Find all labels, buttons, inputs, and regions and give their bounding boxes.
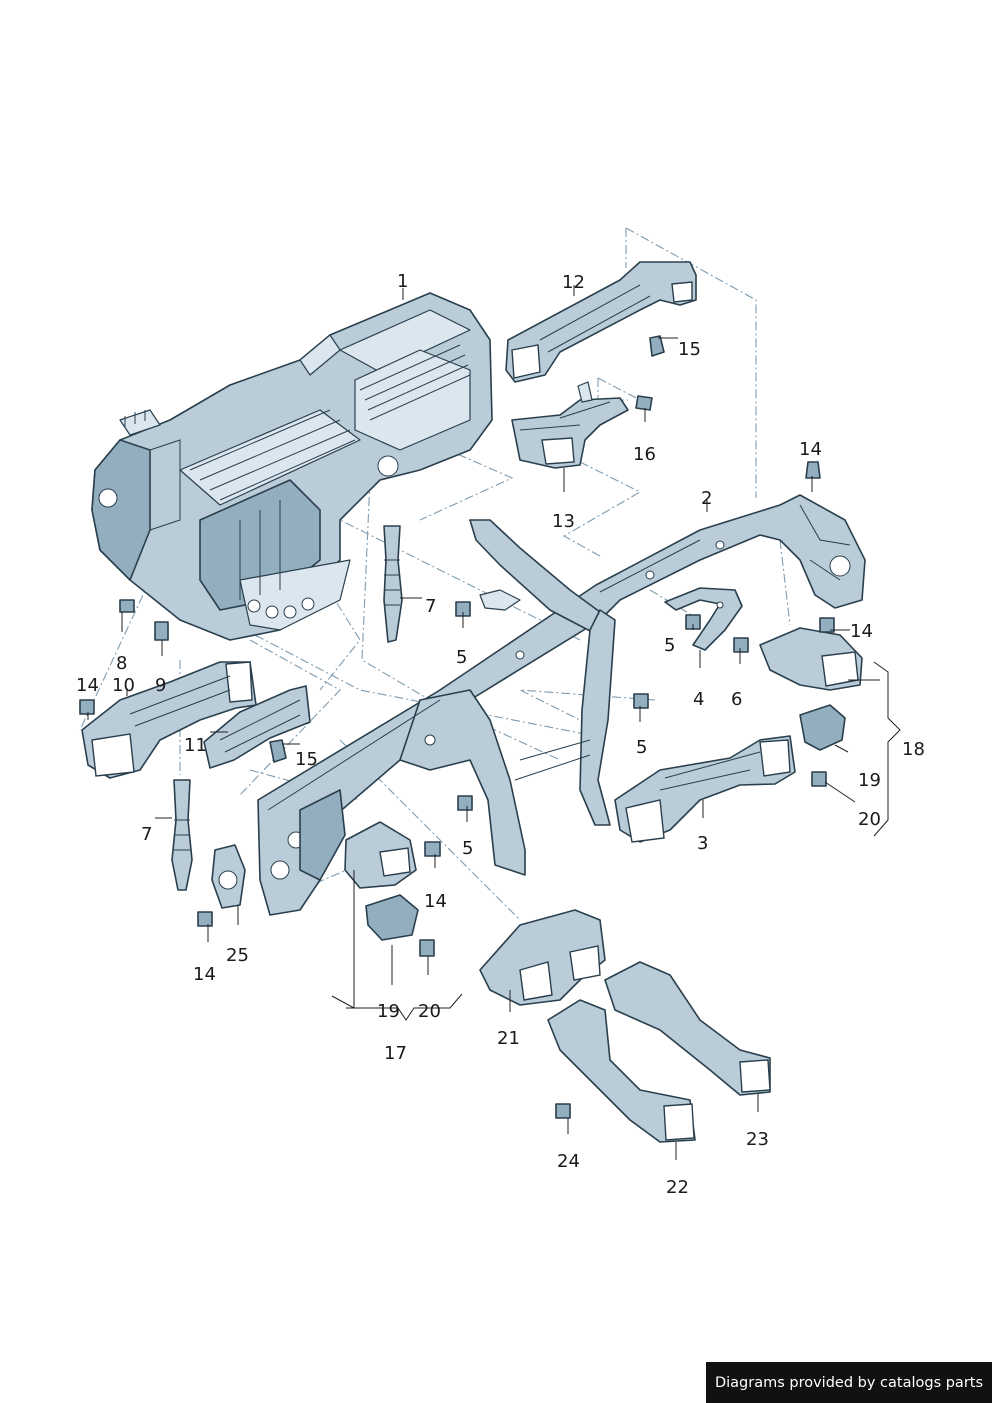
label-20b: 20 (418, 1001, 441, 1022)
label-13: 13 (552, 511, 575, 532)
bracket-18-part (759, 627, 863, 751)
label-9: 9 (155, 675, 166, 696)
label-2: 2 (701, 488, 712, 509)
label-5d: 5 (462, 838, 473, 859)
label-16: 16 (633, 444, 656, 465)
hvac-unit-part (91, 292, 493, 641)
label-12: 12 (562, 272, 585, 293)
cross-member-part (257, 494, 866, 916)
label-15b: 15 (295, 749, 318, 770)
label-5a: 5 (456, 647, 467, 668)
bracket-4-part (664, 587, 743, 651)
part-labels: 1 12 15 16 13 14 2 14 18 19 20 7 5 5 4 6… (76, 271, 925, 1198)
gasket-25-part (211, 844, 246, 909)
footer-credit: Diagrams provided by catalogs parts (706, 1362, 992, 1403)
label-25: 25 (226, 945, 249, 966)
label-7b: 7 (141, 824, 152, 845)
label-11: 11 (184, 735, 207, 756)
label-7a: 7 (425, 596, 436, 617)
label-1: 1 (397, 271, 408, 292)
label-3: 3 (697, 833, 708, 854)
duct-11-part (203, 685, 311, 769)
label-19a: 19 (858, 770, 881, 791)
duct-10-part (81, 661, 257, 779)
label-14d: 14 (424, 891, 447, 912)
label-21: 21 (497, 1028, 520, 1049)
duct-13-part (511, 381, 629, 469)
fasteners (79, 335, 835, 1119)
leader-lines (87, 285, 901, 1160)
rod-7-lower-part (171, 779, 193, 891)
label-18: 18 (902, 739, 925, 760)
label-14b: 14 (850, 621, 873, 642)
label-10: 10 (112, 675, 135, 696)
label-8: 8 (116, 653, 127, 674)
duct-21-part (479, 909, 606, 1006)
label-15a: 15 (678, 339, 701, 360)
label-17: 17 (384, 1043, 407, 1064)
label-6: 6 (731, 689, 742, 710)
label-22: 22 (666, 1177, 689, 1198)
label-5c: 5 (636, 737, 647, 758)
label-14a: 14 (799, 439, 822, 460)
label-20a: 20 (858, 809, 881, 830)
label-19b: 19 (377, 1001, 400, 1022)
label-5b: 5 (664, 635, 675, 656)
duct-3-part (614, 735, 796, 843)
rod-7-upper-part (383, 525, 403, 643)
duct-23-part (604, 961, 771, 1096)
label-23: 23 (746, 1129, 769, 1150)
bracket-17-part (344, 821, 419, 941)
duct-12-part (505, 261, 697, 383)
label-24: 24 (557, 1151, 580, 1172)
label-4: 4 (693, 689, 704, 710)
label-14e: 14 (193, 964, 216, 985)
label-14c: 14 (76, 675, 99, 696)
duct-22-part (547, 999, 696, 1143)
